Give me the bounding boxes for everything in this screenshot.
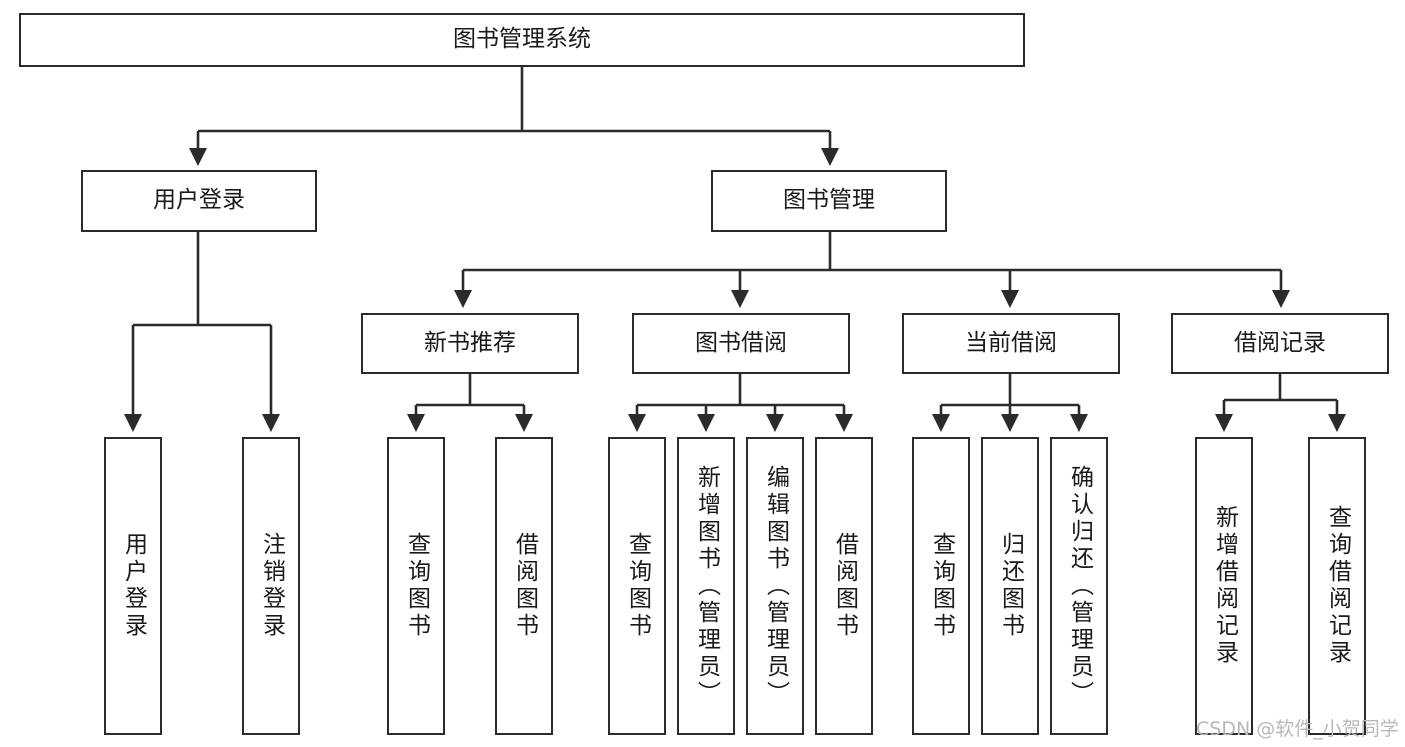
- node-leaf-borrow-book-1[interactable]: 借阅图书: [495, 437, 553, 735]
- node-leaf-query-book-3-label: 查询图书: [928, 532, 955, 640]
- node-user-login[interactable]: 用户登录: [81, 170, 317, 232]
- node-leaf-borrow-book-1-label: 借阅图书: [511, 532, 538, 640]
- node-current-borrow-label: 当前借阅: [965, 329, 1057, 356]
- node-leaf-edit-book[interactable]: 编辑图书（管理员）: [746, 437, 804, 735]
- node-book-management-label: 图书管理: [783, 187, 875, 214]
- node-leaf-logout-login[interactable]: 注销登录: [242, 437, 300, 735]
- node-borrow-record[interactable]: 借阅记录: [1171, 313, 1389, 374]
- node-leaf-logout-login-label: 注销登录: [258, 532, 285, 640]
- node-book-management[interactable]: 图书管理: [711, 170, 947, 232]
- node-leaf-add-book[interactable]: 新增图书（管理员）: [677, 437, 735, 735]
- node-leaf-query-book-2-label: 查询图书: [624, 532, 651, 640]
- node-leaf-confirm-return-label: 确认归还（管理员）: [1066, 464, 1093, 708]
- node-borrow-record-label: 借阅记录: [1234, 329, 1326, 356]
- node-leaf-edit-book-label: 编辑图书（管理员）: [762, 464, 789, 708]
- node-leaf-query-record[interactable]: 查询借阅记录: [1308, 437, 1366, 735]
- node-leaf-query-book-1[interactable]: 查询图书: [387, 437, 445, 735]
- node-leaf-borrow-book-2[interactable]: 借阅图书: [815, 437, 873, 735]
- node-new-book-recommend[interactable]: 新书推荐: [361, 313, 579, 374]
- node-leaf-add-record[interactable]: 新增借阅记录: [1195, 437, 1253, 735]
- node-user-login-label: 用户登录: [153, 187, 245, 214]
- node-leaf-add-record-label: 新增借阅记录: [1211, 505, 1238, 667]
- node-root[interactable]: 图书管理系统: [19, 13, 1025, 67]
- node-leaf-confirm-return[interactable]: 确认归还（管理员）: [1050, 437, 1108, 735]
- node-leaf-query-record-label: 查询借阅记录: [1324, 505, 1351, 667]
- node-leaf-return-book[interactable]: 归还图书: [981, 437, 1039, 735]
- node-new-book-recommend-label: 新书推荐: [424, 329, 516, 356]
- node-leaf-user-login[interactable]: 用户登录: [104, 437, 162, 735]
- node-current-borrow[interactable]: 当前借阅: [902, 313, 1120, 374]
- node-leaf-query-book-2[interactable]: 查询图书: [608, 437, 666, 735]
- node-leaf-return-book-label: 归还图书: [997, 532, 1024, 640]
- node-book-borrow-label: 图书借阅: [695, 329, 787, 356]
- node-leaf-query-book-3[interactable]: 查询图书: [912, 437, 970, 735]
- node-root-label: 图书管理系统: [453, 26, 591, 53]
- node-leaf-add-book-label: 新增图书（管理员）: [693, 464, 720, 708]
- node-leaf-user-login-label: 用户登录: [120, 532, 147, 640]
- node-leaf-query-book-1-label: 查询图书: [403, 532, 430, 640]
- node-leaf-borrow-book-2-label: 借阅图书: [831, 532, 858, 640]
- node-book-borrow[interactable]: 图书借阅: [632, 313, 850, 374]
